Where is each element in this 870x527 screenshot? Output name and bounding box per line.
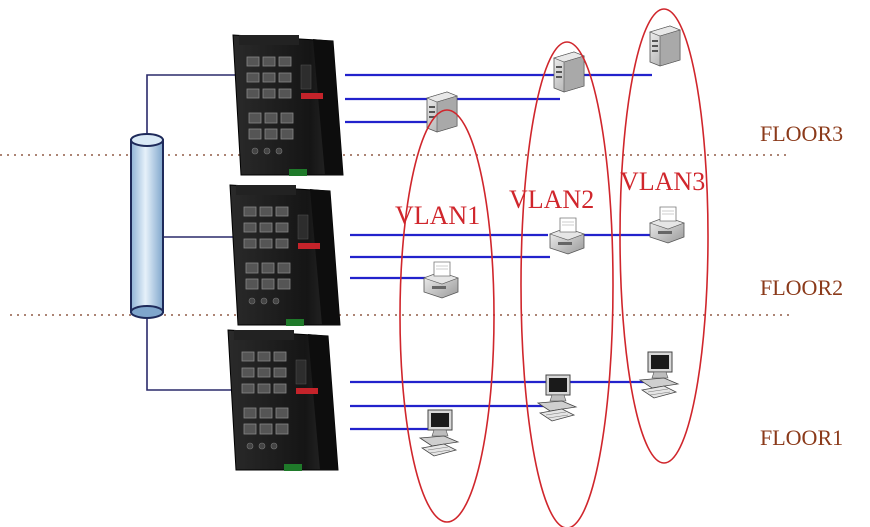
switch-floor2-icon (230, 185, 340, 326)
vlan2-label: VLAN2 (509, 185, 594, 214)
printer-icon (424, 262, 458, 298)
printer-icon (650, 207, 684, 243)
floor2-label: FLOOR2 (760, 275, 843, 300)
floor1-label: FLOOR1 (760, 425, 843, 450)
vlan1-ellipse (400, 110, 494, 522)
server-icon (554, 52, 584, 92)
server-icon (650, 26, 680, 66)
workstation-icon (640, 352, 678, 398)
workstation-icon (420, 410, 458, 456)
floor3-label: FLOOR3 (760, 121, 843, 146)
switch-floor1-icon (228, 330, 338, 471)
vlan2-ellipse (521, 42, 613, 527)
switch-floor3-icon (233, 35, 343, 176)
vlan1-label: VLAN1 (395, 201, 480, 230)
vlan3-label: VLAN3 (620, 167, 705, 196)
access-links (345, 75, 652, 429)
printer-icon (550, 218, 584, 254)
backbone-cylinder-icon (131, 134, 163, 318)
